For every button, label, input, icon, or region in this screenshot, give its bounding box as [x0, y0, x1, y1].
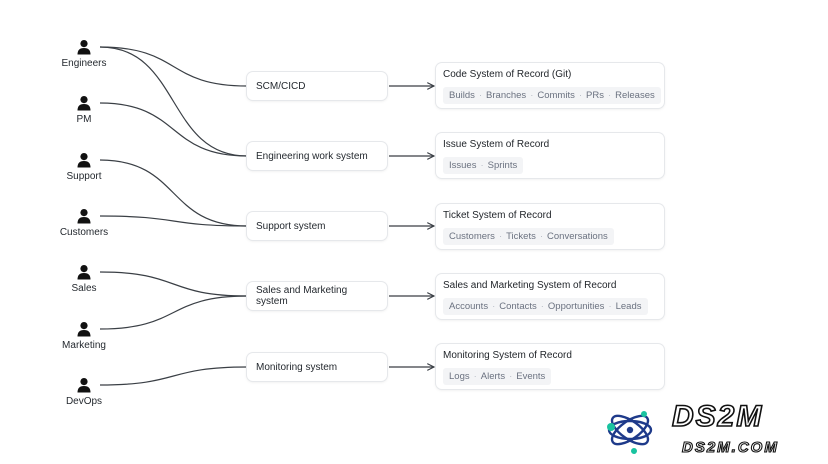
system-label: Engineering work system [256, 150, 368, 162]
record-entity: Contacts [499, 301, 537, 312]
record-entity: Logs [449, 371, 470, 382]
person-icon [77, 378, 91, 393]
actor-label: Customers [59, 227, 109, 238]
watermark-title: DS2M [672, 400, 763, 433]
person-icon [77, 265, 91, 280]
record-entity: Builds [449, 90, 475, 101]
record-entity: Sprints [487, 160, 518, 171]
record-entity: Releases [615, 90, 655, 101]
record-entity: Conversations [547, 231, 608, 242]
atom-icon [607, 411, 653, 454]
connector-engineers-to-engineering-work-system [99, 46, 248, 157]
actor-support: Support [44, 152, 124, 182]
connector-customers-to-support-system [99, 215, 248, 227]
system-scm-cicd[interactable]: SCM/CICD [247, 72, 387, 100]
separator-dot: · [509, 371, 513, 382]
record-entity: Opportunities [547, 301, 605, 312]
actor-sales: Sales [44, 264, 124, 294]
record-code-record[interactable]: Code System of Record (Git)Builds·Branch… [436, 63, 664, 108]
separator-dot: · [530, 90, 534, 101]
actor-label: Sales [71, 283, 97, 294]
person-icon [77, 322, 91, 337]
record-entity-list: Builds·Branches·Commits·PRs·Releases [443, 87, 661, 104]
system-monitoring-system[interactable]: Monitoring system [247, 353, 387, 381]
separator-dot: · [540, 301, 544, 312]
separator-dot: · [498, 231, 503, 242]
actor-label: Support [66, 171, 102, 182]
record-entity-list: Customers·Tickets·Conversations [443, 228, 614, 245]
person-icon [77, 96, 91, 111]
system-sales-and-marketing-system[interactable]: Sales and Marketing system [247, 282, 387, 310]
system-label: Sales and Marketing system [256, 285, 348, 307]
separator-dot: · [478, 90, 483, 101]
separator-dot: · [473, 371, 477, 382]
connector-engineers-to-scm-cicd [99, 46, 248, 87]
record-entity: Accounts [449, 301, 489, 312]
actor-marketing: Marketing [44, 321, 124, 351]
actor-engineers: Engineers [44, 39, 124, 69]
connector-sales-to-sales-and-marketing-system [99, 271, 248, 297]
record-entity-list: Logs·Alerts·Events [443, 368, 552, 385]
record-entity: Tickets [506, 231, 536, 242]
connector-devops-to-monitoring-system [99, 366, 248, 386]
separator-dot: · [539, 231, 544, 242]
record-entity: Issues [449, 160, 477, 171]
connector-support-to-support-system [99, 159, 248, 227]
system-label: Support system [256, 220, 326, 232]
watermark-subtitle: DS2M.COM [682, 439, 779, 456]
record-entity: Events [516, 371, 546, 382]
person-icon [77, 209, 91, 224]
record-title: Monitoring System of Record [443, 350, 572, 361]
system-engineering-work-system[interactable]: Engineering work system [247, 142, 387, 170]
connector-marketing-to-sales-and-marketing-system [99, 295, 248, 330]
actor-label: DevOps [65, 396, 103, 407]
watermark-logo: DS2M DS2M.COM [607, 399, 779, 457]
record-entity: Commits [537, 90, 575, 101]
actor-pm: PM [44, 95, 124, 125]
connector-pm-to-engineering-work-system [99, 102, 248, 157]
system-label: Monitoring system [256, 361, 338, 373]
system-support-system[interactable]: Support system [247, 212, 387, 240]
separator-dot: · [492, 301, 496, 312]
record-entity: Customers [449, 231, 495, 242]
separator-dot: · [480, 160, 484, 171]
separator-dot: · [608, 301, 612, 312]
record-title: Ticket System of Record [443, 210, 552, 221]
record-entity-list: Accounts·Contacts·Opportunities·Leads [443, 298, 648, 315]
actor-customers: Customers [44, 208, 124, 238]
record-entity-list: Issues·Sprints [443, 157, 524, 174]
record-title: Code System of Record (Git) [443, 69, 572, 80]
record-title: Sales and Marketing System of Record [443, 280, 617, 291]
system-label: SCM/CICD [256, 80, 306, 92]
record-entity: Branches [486, 90, 527, 101]
person-icon [77, 40, 91, 55]
record-entity: Alerts [480, 371, 506, 382]
actor-label: PM [76, 114, 92, 125]
separator-dot: · [578, 90, 583, 101]
record-title: Issue System of Record [443, 139, 550, 150]
actor-devops: DevOps [44, 377, 124, 407]
record-entity: PRs [586, 90, 604, 101]
actor-label: Marketing [62, 340, 106, 351]
person-icon [77, 153, 91, 168]
actor-label: Engineers [61, 58, 107, 69]
separator-dot: · [607, 90, 612, 101]
record-entity: Leads [615, 301, 642, 312]
